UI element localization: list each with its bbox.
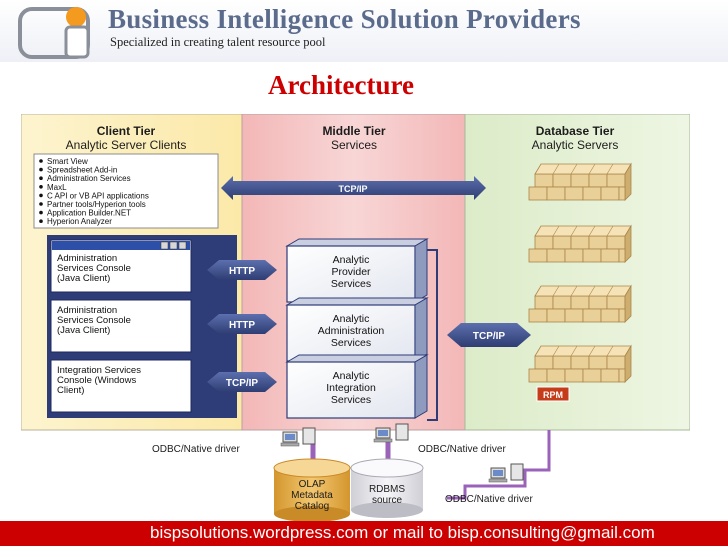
console-label-line: Administration: [57, 253, 117, 264]
window-control-icon[interactable]: [169, 241, 178, 250]
computer-icon: [280, 427, 316, 447]
client-tier-subtitle: Analytic Server Clients: [66, 138, 187, 152]
client-list-item: Partner tools/Hyperion tools: [47, 200, 146, 209]
services-bracket: [427, 249, 438, 421]
client-list-box: [33, 153, 219, 229]
service-label-line: Analytic: [333, 313, 370, 325]
brand-title: Business Intelligence Solution Providers: [108, 4, 581, 34]
service-label-line: Analytic: [333, 254, 370, 266]
cube-stack: [528, 162, 632, 201]
tcpip-top-label: TCP/IP: [338, 184, 367, 194]
database-tier-subtitle: Analytic Servers: [532, 138, 619, 152]
footer-bar: [0, 521, 728, 546]
driver-label-left: ODBC/Native driver: [152, 444, 240, 455]
cube-stack: [528, 284, 632, 323]
client-list-item: C API or VB API applications: [47, 191, 149, 200]
driver-label-middle: ODBC/Native driver: [418, 444, 506, 455]
window-control-icon[interactable]: [178, 241, 187, 250]
computer-icon: [373, 423, 409, 443]
tcpip-left-label: TCP/IP: [226, 378, 259, 389]
olap-line-1: OLAP: [299, 479, 326, 490]
tcpip-left-arrow: [207, 372, 277, 392]
http-label-2: HTTP: [229, 320, 255, 331]
analytic-server-cubes: [528, 162, 632, 383]
rpm-label: RPM: [543, 390, 563, 400]
console-label-line: Integration Services: [57, 365, 141, 376]
service-label-line: Services: [331, 278, 371, 290]
database-tier-title: Database Tier: [536, 124, 615, 138]
bullet-icon: [39, 167, 43, 172]
console-label-line: Services Console: [57, 315, 131, 326]
bullet-icon: [39, 159, 43, 163]
rdbms-source: [350, 458, 424, 518]
rdbms-line-2: source: [372, 495, 402, 506]
olap-line-2: Metadata: [291, 490, 333, 501]
database-tier-panel: [464, 114, 690, 431]
console-label-line: (Java Client): [57, 325, 110, 336]
window-control-icon[interactable]: [160, 241, 169, 250]
console-label-line: (Java Client): [57, 273, 110, 284]
middle-tier-title: Middle Tier: [322, 124, 385, 138]
bullet-icon: [39, 202, 43, 206]
computer-icon: [488, 463, 524, 483]
service-label-line: Services: [331, 394, 371, 406]
driver-label-right: ODBC/Native driver: [445, 494, 533, 505]
client-list-item: Smart View: [47, 157, 88, 166]
bullet-icon: [39, 176, 43, 180]
company-logo: [18, 7, 90, 59]
header-banner: [0, 0, 728, 62]
client-list-item: Application Builder.NET: [47, 209, 131, 218]
bullet-icon: [39, 210, 43, 215]
cube-stack: [528, 344, 632, 383]
olap-line-3: Catalog: [295, 501, 329, 512]
console-label-line: Services Console: [57, 263, 131, 274]
rdbms-line-1: RDBMS: [369, 484, 405, 495]
olap-metadata-catalog: [273, 458, 351, 522]
brand-subtitle: Specialized in creating talent resource …: [110, 35, 326, 49]
service-label-line: Provider: [331, 266, 371, 278]
rpm-badge: [536, 386, 570, 402]
bullet-icon: [39, 193, 43, 198]
services-stack: AnalyticProviderServicesAnalyticAdminist…: [285, 238, 429, 419]
driver-line-right: [447, 430, 551, 500]
bullet-icon: [39, 219, 43, 223]
architecture-diagram: Client Tier Analytic Server Clients Midd…: [21, 114, 690, 522]
http-arrow-1: [207, 260, 277, 280]
tcpip-top-arrow: [221, 176, 486, 200]
client-list-item: Spreadsheet Add-in: [47, 166, 117, 175]
console-label-line: Administration: [57, 305, 117, 316]
footer-contact: bispsolutions.wordpress.com or mail to b…: [150, 523, 655, 542]
service-label-line: Administration: [318, 325, 385, 337]
console-label-line: Console (Windows: [57, 375, 136, 386]
tcpip-right-label: TCP/IP: [473, 331, 506, 342]
client-list-item: MaxL: [47, 183, 67, 192]
client-list-item: Hyperion Analyzer: [47, 217, 112, 226]
page-title: Architecture: [268, 70, 414, 100]
http-label-1: HTTP: [229, 266, 255, 277]
cube-stack: [528, 224, 632, 263]
client-tier-title: Client Tier: [97, 124, 156, 138]
console-label-line: Client): [57, 385, 84, 396]
service-label-line: Analytic: [333, 370, 370, 382]
middle-tier-subtitle: Services: [331, 138, 377, 152]
service-label-line: Services: [331, 337, 371, 349]
tcpip-right-arrow: [447, 323, 531, 347]
client-list-item: Administration Services: [47, 174, 131, 183]
http-arrow-2: [207, 314, 277, 334]
service-label-line: Integration: [326, 382, 376, 394]
bullet-icon: [39, 185, 43, 189]
